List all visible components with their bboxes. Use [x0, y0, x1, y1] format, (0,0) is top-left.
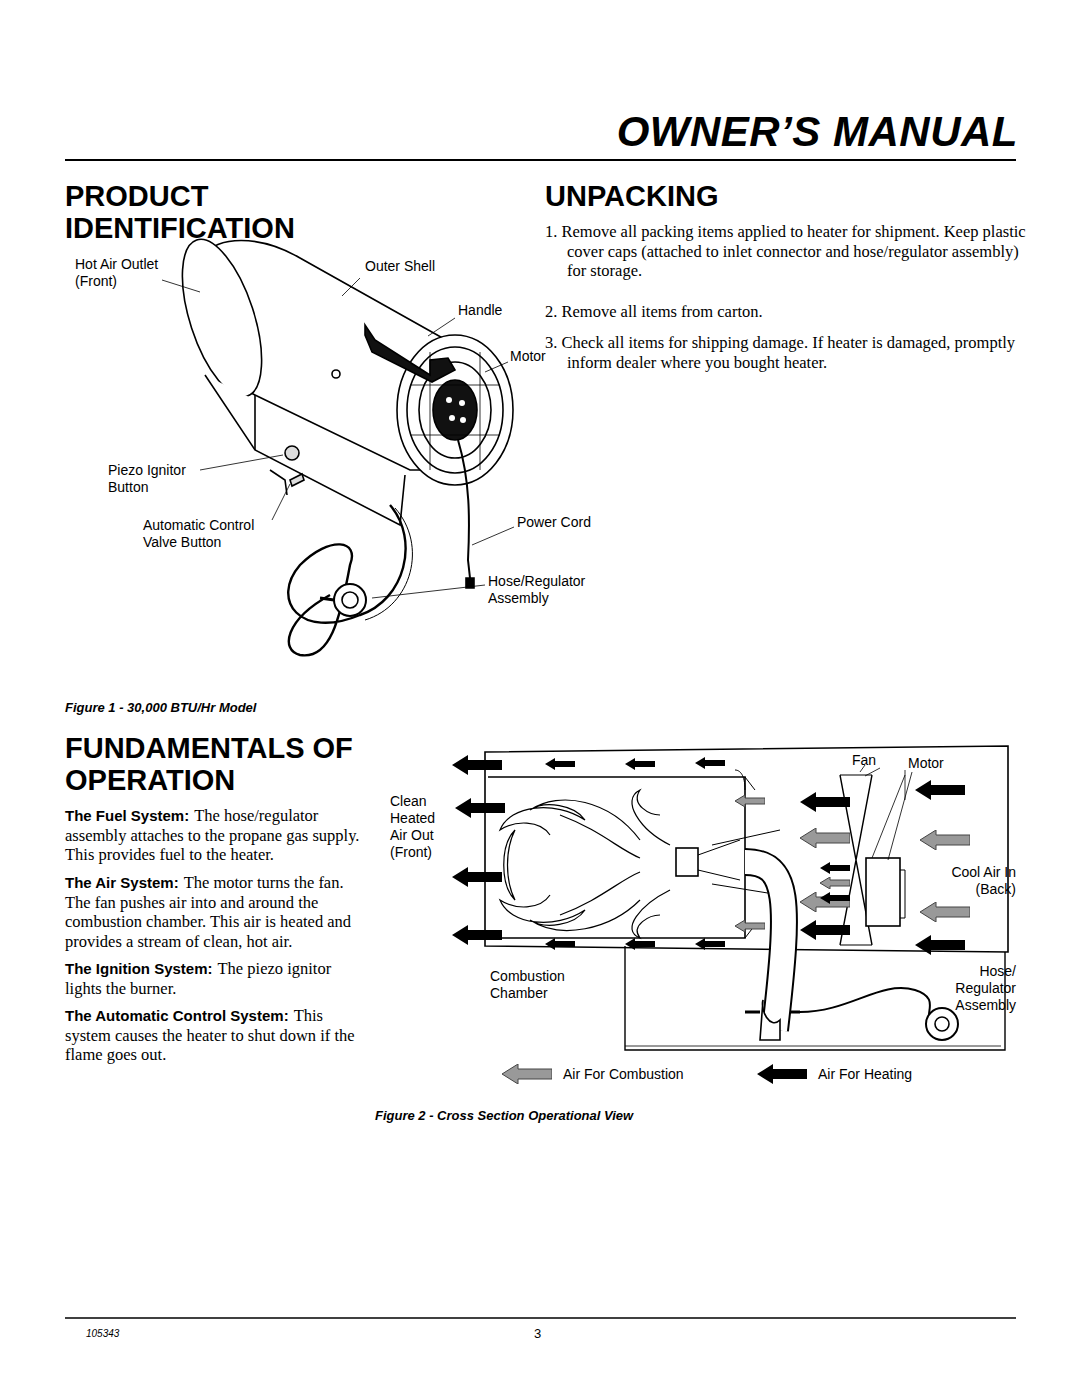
section-heading: FUNDAMENTALS OF OPERATION	[65, 732, 365, 796]
part-label: Combustion Chamber	[490, 968, 590, 1002]
page-number: 3	[534, 1326, 564, 1341]
page-title: OWNER’S MANUAL	[560, 108, 1018, 156]
cross-section-drawing	[485, 746, 1008, 1050]
part-label: Motor	[908, 755, 968, 772]
run-in-heading: The Air System:	[65, 874, 179, 891]
heater-drawing	[166, 230, 513, 655]
paragraph: The Automatic Control System:This system…	[65, 1006, 365, 1065]
legend-text: Air For Combustion	[563, 1066, 684, 1083]
list-item: 3. Check all items for shipping damage. …	[545, 333, 1042, 372]
paragraph: The Ignition System:The piezo ignitor li…	[65, 959, 365, 998]
run-in-heading: The Automatic Control System:	[65, 1007, 289, 1024]
figure-caption: Figure 1 - 30,000 BTU/Hr Model	[65, 700, 405, 715]
part-label: Outer Shell	[365, 258, 465, 275]
section-heading: UNPACKING	[545, 180, 845, 212]
top-rule	[65, 159, 1016, 161]
bottom-rule	[65, 1317, 1016, 1319]
part-label: Clean Heated Air Out (Front)	[390, 793, 452, 861]
run-in-heading: The Ignition System:	[65, 960, 213, 977]
part-label: Cool Air In (Back)	[940, 864, 1016, 898]
part-label: Hose/Regulator Assembly	[488, 573, 613, 607]
legend-samples	[502, 1064, 807, 1084]
figure-caption: Figure 2 - Cross Section Operational Vie…	[375, 1108, 795, 1123]
part-label: Power Cord	[517, 514, 627, 531]
part-label: Fan	[852, 752, 892, 769]
part-label: Hose/ Regulator Assembly	[940, 963, 1016, 1014]
airflow-arrows	[452, 755, 970, 955]
part-label: Piezo Ignitor Button	[108, 462, 208, 496]
part-label: Handle	[458, 302, 538, 319]
part-label: Motor	[510, 348, 590, 365]
section-heading: PRODUCT IDENTIFICATION	[65, 180, 365, 244]
run-in-heading: The Fuel System:	[65, 807, 189, 824]
paragraph: The Air System:The motor turns the fan. …	[65, 873, 365, 951]
part-label: Automatic Control Valve Button	[143, 517, 278, 551]
paragraph: The Fuel System:The hose/regulator assem…	[65, 806, 365, 865]
fig2-leaders	[865, 768, 912, 860]
list-item: 2. Remove all items from carton.	[545, 302, 1042, 322]
document-number: 105343	[86, 1328, 166, 1339]
list-item: 1. Remove all packing items applied to h…	[545, 222, 1042, 281]
part-label: Hot Air Outlet (Front)	[75, 256, 180, 290]
legend-text: Air For Heating	[818, 1066, 912, 1083]
